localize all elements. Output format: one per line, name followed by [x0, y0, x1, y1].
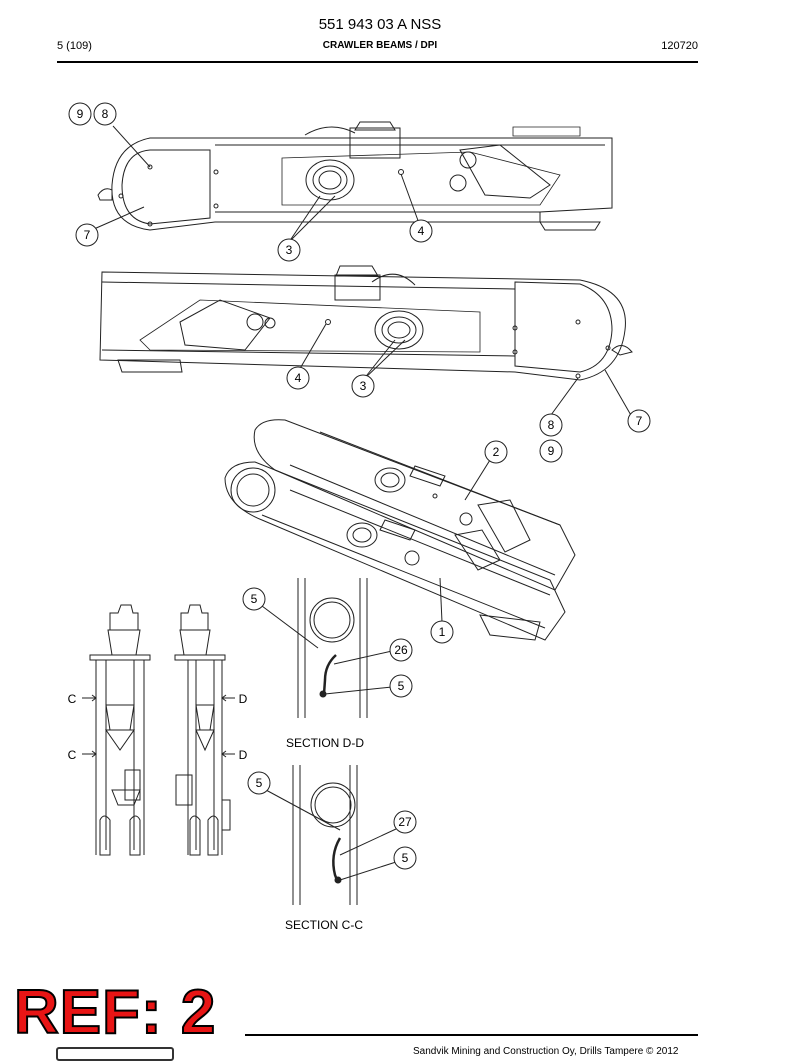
document-date: 120720 — [661, 40, 698, 52]
end-view-left — [89, 604, 151, 856]
end-view-right — [174, 604, 231, 856]
section-marker-d-upper: D — [239, 692, 248, 706]
sandvik-logo — [56, 1047, 174, 1061]
callout-1: 1 — [439, 625, 446, 639]
callout-4-top: 4 — [418, 224, 425, 238]
copyright-text: Sandvik Mining and Construction Oy, Dril… — [413, 1046, 679, 1057]
callout-8-mid: 8 — [548, 418, 555, 432]
callout-4-mid: 4 — [295, 371, 302, 385]
callout-9-top: 9 — [77, 107, 84, 121]
section-d-d-drawing — [297, 578, 368, 718]
footer-rule — [245, 1034, 698, 1036]
section-marker-d-lower: D — [239, 748, 248, 762]
section-arrows — [82, 694, 235, 758]
callout-7-top: 7 — [84, 228, 91, 242]
ref-stamp: REF: 2 — [13, 978, 217, 1047]
leader-lines — [93, 125, 633, 881]
callout-7-mid: 7 — [636, 414, 643, 428]
section-c-c-label: SECTION C-C — [285, 918, 363, 932]
callout-5-dd-upper: 5 — [251, 592, 258, 606]
callout-9-mid: 9 — [548, 444, 555, 458]
callout-27: 27 — [398, 815, 412, 829]
crawler-beam-side-view — [99, 265, 633, 381]
section-c-c-drawing — [292, 765, 358, 905]
page-number: 5 (109) — [57, 40, 92, 52]
callout-3-top: 3 — [286, 243, 293, 257]
callout-2: 2 — [493, 445, 500, 459]
header-rule — [57, 61, 698, 63]
callout-8-top: 8 — [102, 107, 109, 121]
section-marker-c-upper: C — [68, 692, 77, 706]
callout-5-dd-lower: 5 — [398, 679, 405, 693]
crawler-beams-isometric — [224, 419, 576, 641]
document-number: 551 943 03 A NSS — [318, 16, 442, 33]
callout-bubbles — [68, 102, 651, 870]
callout-3-mid: 3 — [360, 379, 367, 393]
section-d-d-label: SECTION D-D — [286, 736, 364, 750]
section-title: CRAWLER BEAMS / DPI — [322, 40, 438, 51]
callout-26: 26 — [394, 643, 408, 657]
callout-5-cc-lower: 5 — [402, 851, 409, 865]
crawler-beam-top-view — [97, 121, 613, 231]
section-marker-c-lower: C — [68, 748, 77, 762]
callout-5-cc-upper: 5 — [256, 776, 263, 790]
